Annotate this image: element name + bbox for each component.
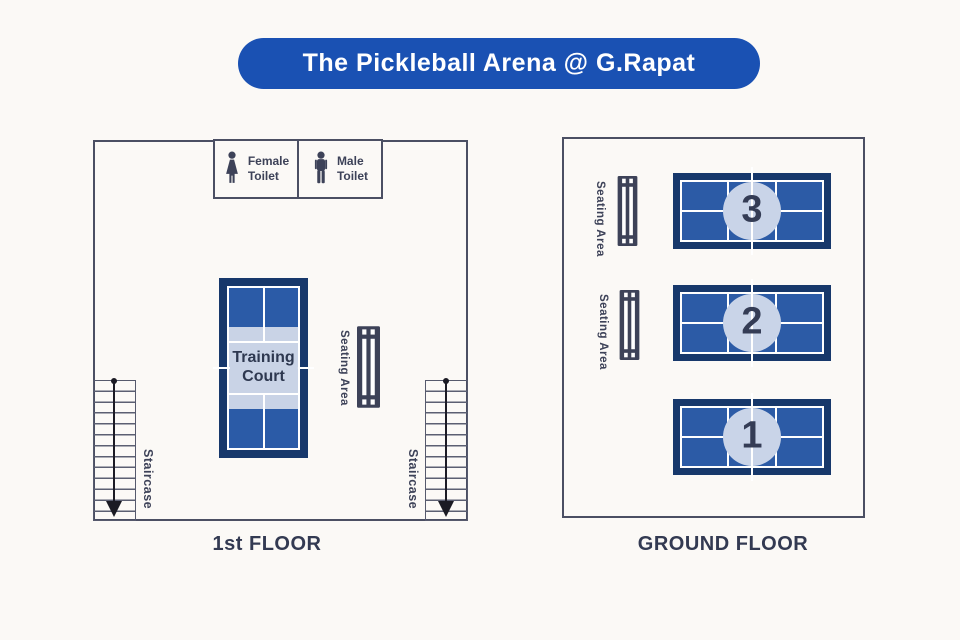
male-icon — [314, 151, 328, 184]
seating-area-label-ground-middle: Seating Area — [597, 294, 609, 370]
bench-icon-ground-top — [617, 176, 638, 246]
court-1: 1 — [673, 393, 831, 481]
kitchen-line-top — [229, 341, 298, 343]
bench-icon-ground-middle — [619, 290, 640, 360]
staircase-right-label: Staircase — [406, 449, 420, 510]
staircase-left-arrow-shaft — [113, 381, 115, 503]
title-banner: The Pickleball Arena @ G.Rapat — [238, 38, 760, 89]
court-3: 3 — [673, 167, 831, 255]
court-1-net-line — [751, 393, 753, 481]
staircase-right-down-arrow-icon — [438, 501, 454, 517]
female-icon — [225, 151, 238, 183]
training-court-label: Training Court — [229, 347, 298, 389]
bench-icon-first-floor — [357, 326, 380, 408]
seating-area-label-ground-top: Seating Area — [594, 181, 606, 257]
female-toilet-label: Female Toilet — [247, 154, 290, 183]
court-2-net-line — [751, 279, 753, 367]
female-toilet-cell: Female Toilet — [215, 141, 297, 197]
male-toilet-label: Male Toilet — [336, 154, 369, 183]
staircase-right-arrow-shaft — [445, 381, 447, 503]
court-2-number: 2 — [741, 300, 763, 343]
center-service-line-bottom — [262, 393, 265, 448]
staircase-left-down-arrow-icon — [106, 501, 122, 517]
ground-floor-plan — [562, 137, 865, 518]
ground-floor-caption: GROUND FLOOR — [637, 533, 809, 555]
page-title: The Pickleball Arena @ G.Rapat — [302, 49, 696, 77]
court-3-number: 3 — [741, 188, 763, 231]
court-1-number: 1 — [741, 414, 763, 457]
male-toilet-cell: Male Toilet — [297, 141, 381, 197]
seating-area-label-first-floor: Seating Area — [338, 330, 350, 406]
first-floor-caption: 1st FLOOR — [212, 533, 322, 555]
staircase-left-label: Staircase — [141, 449, 155, 510]
court-2: 2 — [673, 279, 831, 367]
training-court: Training Court — [213, 278, 314, 458]
kitchen-line-bottom — [229, 393, 298, 395]
court-3-net-line — [751, 167, 753, 255]
toilet-sign: Female Toilet Male Toilet — [213, 139, 383, 199]
center-service-line-top — [262, 288, 265, 343]
